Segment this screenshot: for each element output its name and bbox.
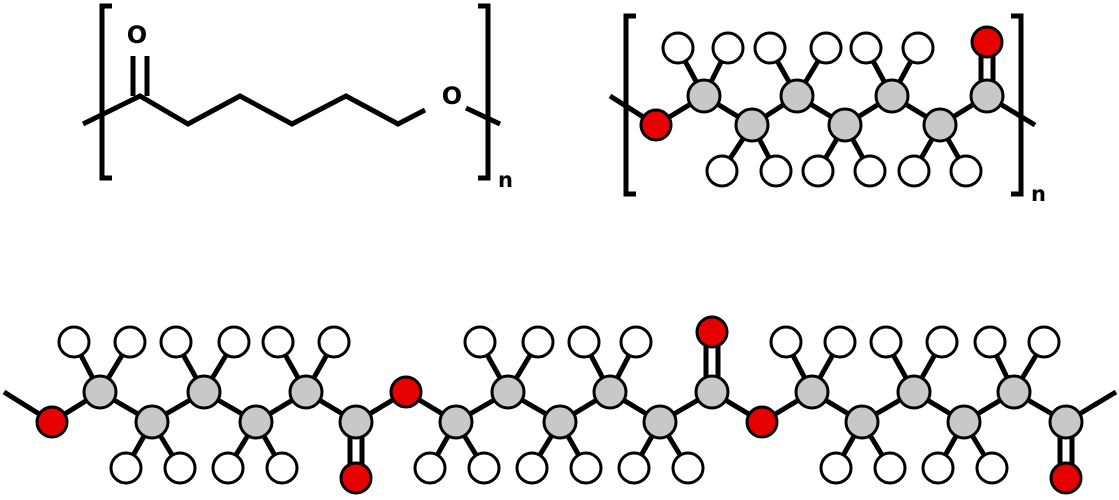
left-bracket <box>99 3 112 181</box>
hydrogen-atom <box>897 154 931 188</box>
hydrogen-atom <box>823 325 857 359</box>
hydrogen-atom <box>515 451 549 485</box>
carbon-atom <box>238 404 274 440</box>
hydrogen-atom <box>801 154 835 188</box>
carbon-atom <box>134 404 170 440</box>
hydrogen-atom <box>849 31 883 65</box>
repeat-subscript-n: n <box>498 168 513 192</box>
hydrogen-atom <box>261 325 295 359</box>
oxygen-atom <box>970 25 1004 59</box>
hydrogen-atom <box>567 325 601 359</box>
hydrogen-atom <box>463 325 497 359</box>
hydrogen-atom <box>317 325 351 359</box>
carbon-atom <box>642 404 678 440</box>
hydrogen-atom <box>113 325 147 359</box>
carbon-atom <box>844 404 880 440</box>
hydrogen-atom <box>569 451 603 485</box>
hydrogen-atom <box>819 451 853 485</box>
skeletal-bond-to-end <box>464 105 502 127</box>
carbon-atom <box>1048 404 1084 440</box>
hydrogen-atom <box>705 154 739 188</box>
oxygen-atom <box>639 108 673 142</box>
carbon-atom <box>694 374 730 410</box>
hydrogen-atom <box>163 451 197 485</box>
hydrogen-atom <box>57 325 91 359</box>
ball-and-stick-monomer: n <box>608 13 1046 206</box>
hydrogen-atom <box>265 451 299 485</box>
carbon-atom <box>996 374 1032 410</box>
oxygen-atom <box>339 461 373 495</box>
hydrogen-atom <box>753 31 787 65</box>
skeletal-backbone <box>81 93 427 127</box>
hydrogen-atom <box>921 451 955 485</box>
carbon-atom <box>338 404 374 440</box>
hydrogen-atom <box>211 451 245 485</box>
hydrogen-atom <box>661 31 695 65</box>
hydrogen-atom <box>159 325 193 359</box>
carbon-atom <box>490 374 526 410</box>
hydrogen-atom <box>413 451 447 485</box>
carbon-atom <box>896 374 932 410</box>
hydrogen-atom <box>901 31 935 65</box>
skeletal-formula: O O n <box>81 3 513 192</box>
carbon-atom <box>734 107 770 143</box>
hydrogen-atom <box>769 325 803 359</box>
carbon-atom <box>542 404 578 440</box>
hydrogen-atom <box>759 154 793 188</box>
carbon-atom <box>946 404 982 440</box>
carbonyl-oxygen-label: O <box>127 21 147 49</box>
carbon-atom <box>922 107 958 143</box>
monomer-repeat-subscript-n: n <box>1031 182 1046 206</box>
hydrogen-atom <box>109 451 143 485</box>
monomer-left-bracket <box>623 13 636 197</box>
hydrogen-atom <box>975 451 1009 485</box>
hydrogen-atom <box>217 325 251 359</box>
hydrogen-atom <box>467 451 501 485</box>
hydrogen-atom <box>619 325 653 359</box>
carbon-atom <box>827 107 863 143</box>
monomer-right-bracket <box>1011 13 1024 197</box>
carbon-atom <box>82 374 118 410</box>
hydrogen-atom <box>873 451 907 485</box>
hydrogen-atom <box>711 31 745 65</box>
carbon-atom <box>969 78 1005 114</box>
carbon-atom <box>874 78 910 114</box>
hydrogen-atom <box>671 451 705 485</box>
ball-and-stick-chain <box>2 315 1118 495</box>
hydrogen-atom <box>521 325 555 359</box>
oxygen-atom <box>389 375 423 409</box>
carbon-atom <box>438 404 474 440</box>
carbon-atom <box>686 78 722 114</box>
carbon-atom <box>186 374 222 410</box>
hydrogen-atom <box>949 154 983 188</box>
oxygen-atom <box>35 405 69 439</box>
hydrogen-atom <box>869 325 903 359</box>
hydrogen-atom <box>1027 325 1061 359</box>
carbon-atom <box>288 374 324 410</box>
oxygen-atom <box>745 405 779 439</box>
carbon-atom <box>779 78 815 114</box>
hydrogen-atom <box>853 154 887 188</box>
right-bracket <box>478 3 491 181</box>
hydrogen-atom <box>925 325 959 359</box>
hydrogen-atom <box>617 451 651 485</box>
hydrogen-atom <box>809 31 843 65</box>
oxygen-atom <box>1049 461 1083 495</box>
ester-oxygen-label: O <box>442 82 462 110</box>
hydrogen-atom <box>973 325 1007 359</box>
carbon-atom <box>592 374 628 410</box>
carbon-atom <box>794 374 830 410</box>
oxygen-atom <box>695 315 729 349</box>
